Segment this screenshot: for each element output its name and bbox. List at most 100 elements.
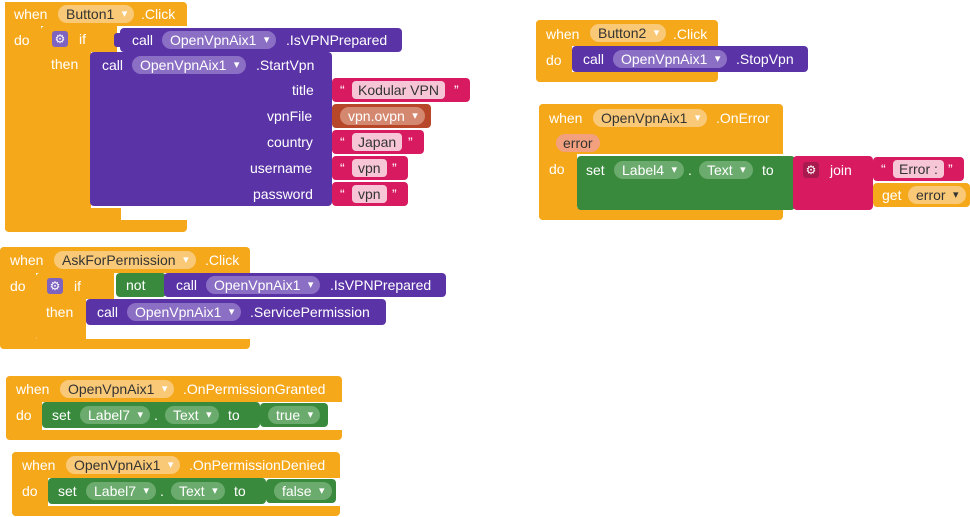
if-then-block[interactable]: ⚙ if then — [36, 273, 116, 343]
mutator-gear-icon[interactable]: ⚙ — [52, 31, 68, 47]
text-error-block[interactable]: “ Error : ” — [873, 157, 964, 181]
call-startvpn-block[interactable]: call OpenVpnAix1 .StartVpn title vpnFile… — [90, 52, 470, 208]
component-dropdown-openvpnaix1[interactable]: OpenVpnAix1 — [60, 380, 175, 398]
call-servicepermission-block[interactable]: call OpenVpnAix1 .ServicePermission — [86, 299, 386, 325]
get-keyword: get — [882, 187, 902, 203]
logic-false-block[interactable]: false — [266, 479, 336, 503]
component-dropdown-openvpnaix1[interactable]: OpenVpnAix1 — [127, 303, 242, 321]
set-label7-text-block[interactable]: set Label7 . Text to — [42, 402, 260, 428]
close-quote-mark: ” — [454, 82, 459, 98]
text-field-error-prefix[interactable]: Error : — [893, 160, 944, 178]
if-then-block[interactable]: ⚙ if then — [41, 26, 421, 222]
param-label-title: title — [292, 82, 314, 98]
close-quote-mark: ” — [392, 186, 397, 202]
to-keyword: to — [234, 483, 246, 499]
text-password-vpn-block[interactable]: “ vpn ” — [332, 182, 408, 206]
asset-vpnfile-block[interactable]: vpn.ovpn — [332, 104, 431, 128]
close-quote-mark: ” — [408, 134, 413, 150]
component-dropdown-openvpnaix1[interactable]: OpenVpnAix1 — [66, 456, 181, 474]
do-keyword: do — [16, 407, 32, 423]
to-keyword: to — [762, 162, 774, 178]
event-name-onpermissiondenied: .OnPermissionDenied — [189, 457, 326, 473]
askforpermission-click-event-block[interactable]: when AskForPermission .Click do — [0, 247, 250, 351]
do-keyword: do — [546, 52, 562, 68]
variable-dropdown-error[interactable]: error — [908, 186, 966, 204]
event-name-onpermissiongranted: .OnPermissionGranted — [183, 381, 326, 397]
call-isvpnprepared-block[interactable]: call OpenVpnAix1 .IsVPNPrepared — [114, 28, 402, 52]
component-dropdown-label4[interactable]: Label4 — [614, 161, 685, 179]
do-keyword: do — [10, 278, 26, 294]
text-japan-block[interactable]: “ Japan ” — [332, 130, 424, 154]
open-quote-mark: “ — [340, 134, 345, 150]
boolean-dropdown-false[interactable]: false — [274, 482, 332, 500]
property-dropdown-text[interactable]: Text — [165, 406, 219, 424]
open-quote-mark: “ — [881, 161, 886, 177]
component-dropdown-label7[interactable]: Label7 — [80, 406, 151, 424]
text-username-vpn-block[interactable]: “ vpn ” — [332, 156, 408, 180]
event-name-click: .Click — [673, 26, 708, 42]
text-field-country-value[interactable]: Japan — [352, 133, 403, 151]
get-error-variable-block[interactable]: get error — [873, 183, 970, 207]
call-keyword: call — [97, 304, 119, 320]
param-label-password: password — [253, 186, 313, 202]
method-name-isvpnprepared: .IsVPNPrepared — [330, 277, 432, 293]
open-quote-mark: “ — [340, 160, 345, 176]
onerror-event-block[interactable]: when OpenVpnAix1 .OnError error do set L… — [539, 104, 970, 222]
event-param-error-chip[interactable]: error — [556, 134, 600, 152]
dot-separator: . — [154, 407, 158, 423]
call-isvpnprepared-block[interactable]: call OpenVpnAix1 .IsVPNPrepared — [164, 273, 446, 297]
call-keyword: call — [102, 57, 124, 73]
open-quote-mark: “ — [340, 186, 345, 202]
event-name-click: .Click — [205, 252, 240, 268]
text-field-username-value[interactable]: vpn — [352, 159, 387, 177]
when-keyword: when — [16, 381, 50, 397]
button2-click-event-block[interactable]: when Button2 .Click do call OpenVpnAix1 … — [536, 20, 808, 84]
do-keyword: do — [549, 161, 565, 177]
set-keyword: set — [58, 483, 77, 499]
component-dropdown-openvpnaix1[interactable]: OpenVpnAix1 — [593, 109, 708, 127]
when-keyword: when — [22, 457, 56, 473]
onpermissiondenied-event-block[interactable]: when OpenVpnAix1 .OnPermissionDenied do … — [12, 452, 342, 517]
not-keyword: not — [126, 277, 146, 293]
open-quote-mark: “ — [340, 82, 345, 98]
text-field-password-value[interactable]: vpn — [352, 185, 387, 203]
if-keyword: if — [79, 31, 86, 47]
when-keyword: when — [10, 252, 44, 268]
asset-dropdown-vpnfile[interactable]: vpn.ovpn — [340, 107, 425, 125]
set-label4-text-block[interactable]: set Label4 . Text to — [577, 156, 795, 210]
event-name-onerror: .OnError — [716, 110, 770, 126]
param-label-vpnfile: vpnFile — [267, 108, 313, 124]
mutator-gear-icon[interactable]: ⚙ — [47, 278, 63, 294]
component-dropdown-askforpermission[interactable]: AskForPermission — [54, 251, 196, 269]
component-dropdown-button1[interactable]: Button1 — [58, 5, 135, 23]
mutator-gear-icon[interactable]: ⚙ — [803, 162, 819, 178]
call-keyword: call — [583, 51, 605, 67]
component-dropdown-openvpnaix1[interactable]: OpenVpnAix1 — [206, 276, 321, 294]
when-keyword: when — [14, 6, 48, 22]
onpermissiongranted-event-block[interactable]: when OpenVpnAix1 .OnPermissionGranted do… — [6, 376, 344, 441]
component-dropdown-openvpnaix1[interactable]: OpenVpnAix1 — [613, 50, 728, 68]
property-dropdown-text[interactable]: Text — [699, 161, 753, 179]
set-label7-text-block[interactable]: set Label7 . Text to — [48, 478, 266, 504]
dot-separator: . — [688, 162, 692, 178]
component-dropdown-openvpnaix1[interactable]: OpenVpnAix1 — [132, 56, 247, 74]
join-block[interactable]: ⚙ join — [793, 156, 873, 210]
boolean-dropdown-true[interactable]: true — [268, 406, 321, 424]
set-keyword: set — [586, 162, 605, 178]
text-field-title-value[interactable]: Kodular VPN — [352, 81, 445, 99]
component-dropdown-label7[interactable]: Label7 — [86, 482, 157, 500]
if-keyword: if — [74, 278, 81, 294]
then-keyword: then — [51, 56, 79, 72]
join-keyword: join — [830, 162, 852, 178]
dot-separator: . — [160, 483, 164, 499]
component-dropdown-button2[interactable]: Button2 — [590, 24, 667, 42]
call-stopvpn-block[interactable]: call OpenVpnAix1 .StopVpn — [572, 46, 808, 72]
text-kodular-vpn-block[interactable]: “ Kodular VPN ” — [332, 78, 470, 102]
logic-true-block[interactable]: true — [260, 403, 328, 427]
method-name-servicepermission: .ServicePermission — [250, 304, 370, 320]
not-block[interactable]: not — [116, 273, 166, 297]
property-dropdown-text[interactable]: Text — [171, 482, 225, 500]
component-dropdown-openvpnaix1[interactable]: OpenVpnAix1 — [162, 31, 277, 49]
when-keyword: when — [546, 26, 580, 42]
button1-click-event-block[interactable]: when Button1 .Click do — [0, 0, 190, 234]
